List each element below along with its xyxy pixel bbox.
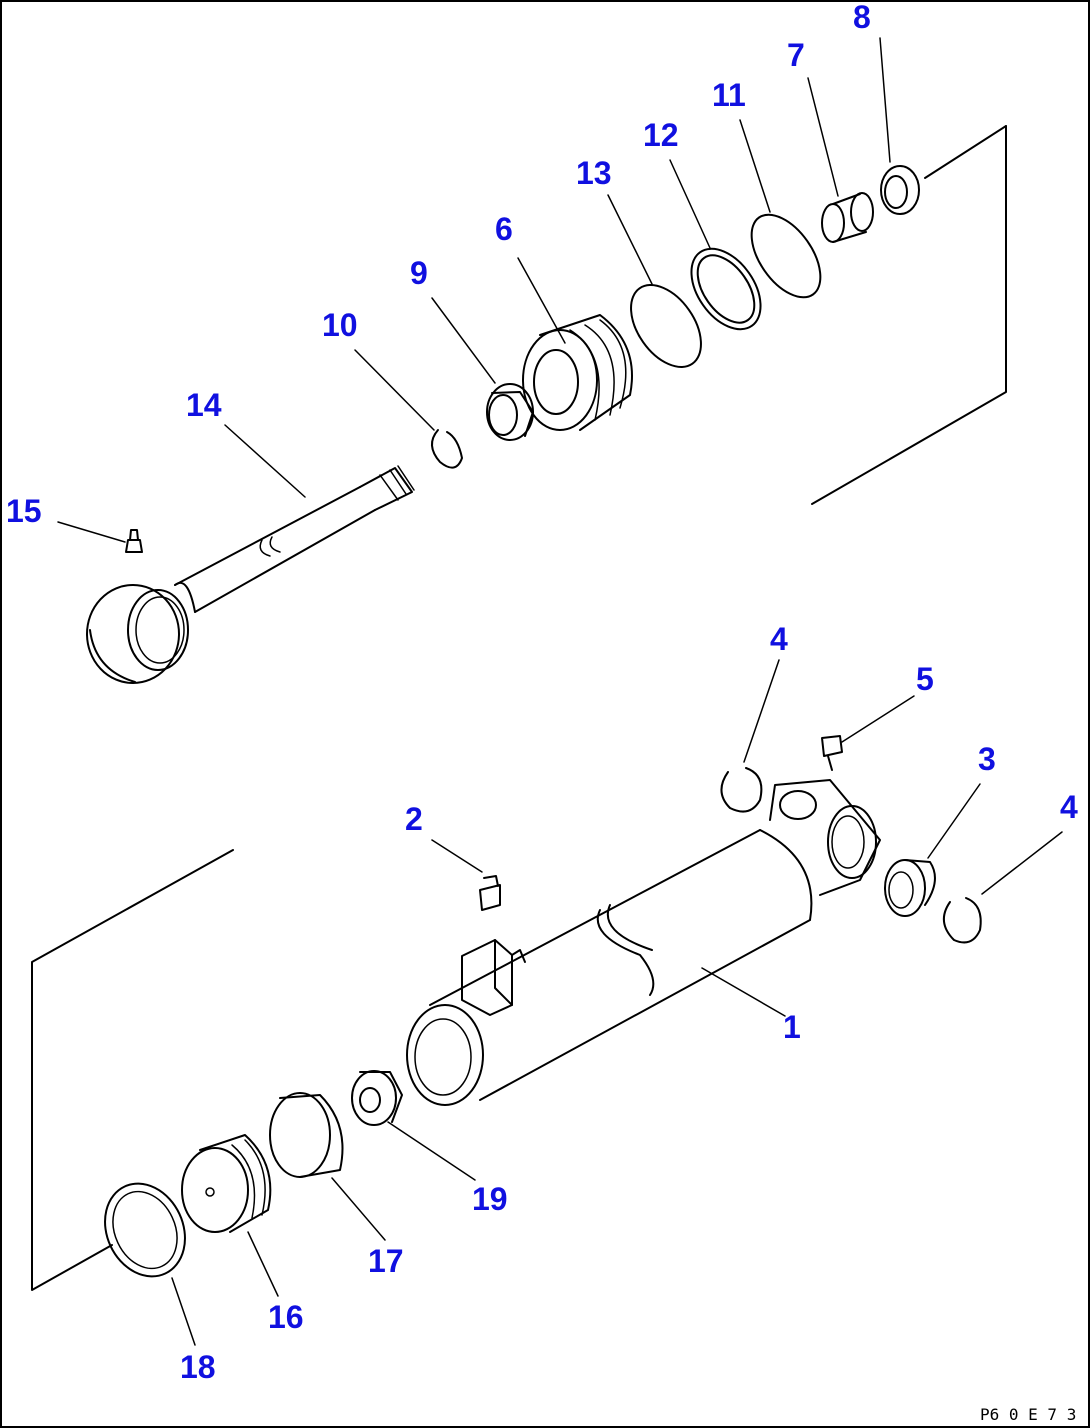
callout-3: 3 — [978, 741, 996, 777]
seal-8 — [880, 165, 920, 215]
callout-13: 13 — [576, 155, 612, 191]
callout-7: 7 — [787, 37, 805, 73]
callout-8: 8 — [853, 0, 871, 35]
callout-9: 9 — [410, 255, 428, 291]
callout-17: 17 — [368, 1243, 404, 1279]
ring-13 — [630, 284, 702, 368]
piston-6 — [522, 314, 633, 431]
callout-4-lower: 4 — [1060, 789, 1078, 825]
callout-16: 16 — [268, 1299, 304, 1335]
callout-15: 15 — [6, 493, 42, 529]
fitting-5 — [821, 735, 843, 771]
projection-frame-top — [811, 125, 1007, 505]
ring-12 — [690, 247, 762, 331]
piston-16 — [181, 1134, 272, 1233]
ring-11 — [750, 213, 822, 299]
callout-10: 10 — [322, 307, 358, 343]
callout-14: 14 — [186, 387, 222, 423]
callout-5: 5 — [916, 661, 934, 697]
nut-19 — [351, 1070, 403, 1126]
grease-fitting-2 — [479, 875, 501, 911]
bushing-7 — [821, 192, 874, 243]
snap-ring-4-lower — [943, 897, 982, 944]
callout-6: 6 — [495, 211, 513, 247]
callout-1: 1 — [783, 1009, 801, 1045]
drawing-code: P⁠6 0 E 7 3 — [980, 1405, 1076, 1424]
callout-4-upper: 4 — [770, 621, 788, 657]
callout-18: 18 — [180, 1349, 216, 1385]
callout-12: 12 — [643, 117, 679, 153]
callout-2: 2 — [405, 801, 423, 837]
leader-lines — [57, 37, 1063, 1346]
bushing-3 — [884, 859, 936, 917]
grease-fitting-top — [125, 529, 143, 553]
callout-19: 19 — [472, 1181, 508, 1217]
ring-18 — [104, 1182, 186, 1278]
projection-frame-bottom — [31, 849, 234, 1291]
piston-rod — [86, 465, 415, 684]
cylinder-tube — [406, 779, 881, 1106]
nut-9 — [486, 383, 534, 441]
snap-ring-4-upper — [720, 767, 763, 813]
callout-11: 11 — [712, 77, 746, 113]
ring-17 — [269, 1092, 344, 1178]
snap-ring-10 — [431, 429, 463, 469]
